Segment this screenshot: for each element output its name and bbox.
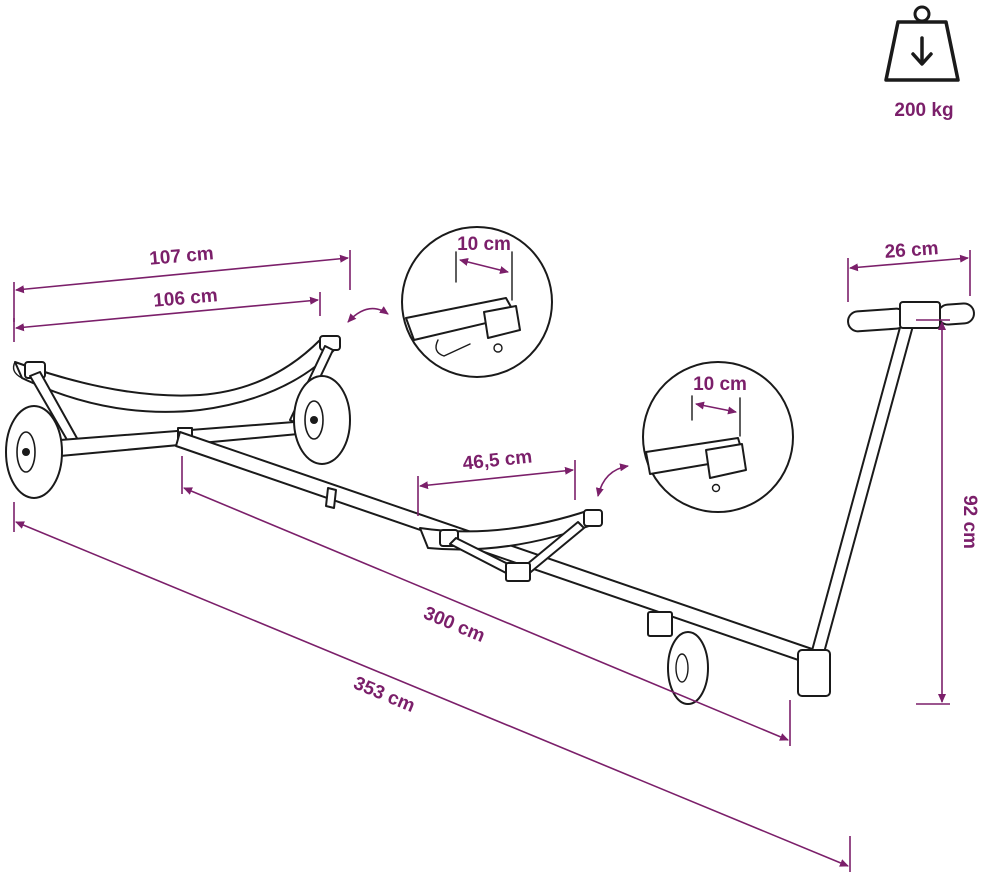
detail-front-pointer — [347, 306, 389, 323]
front-cradle — [12, 335, 341, 457]
total-length-label: 353 cm — [350, 673, 418, 717]
handle-grip-left — [847, 307, 907, 333]
tow-handle — [797, 301, 975, 697]
detail-front-label: 10 cm — [457, 234, 511, 255]
front-wheel-left — [5, 405, 63, 499]
detail-circle-front — [401, 226, 553, 378]
detail-rear-pointer — [595, 463, 629, 497]
detail-rear-label: 10 cm — [693, 374, 747, 395]
dim-height — [916, 319, 950, 705]
weight-icon — [884, 5, 960, 82]
dim-width-outer — [13, 250, 351, 322]
handle-width-label: 26 cm — [884, 238, 939, 263]
dim-total-length — [13, 502, 851, 872]
handle-grip-right — [937, 302, 975, 326]
front-wheel-right — [293, 375, 351, 465]
width-outer-label: 107 cm — [149, 243, 215, 270]
frame-length-label: 300 cm — [420, 603, 488, 647]
height-label: 92 cm — [959, 495, 980, 549]
rear-support-label: 46,5 cm — [462, 446, 534, 474]
weight-label: 200 kg — [894, 100, 953, 121]
width-inner-label: 106 cm — [153, 285, 219, 312]
handle-hinge — [797, 649, 831, 697]
dim-width-inner — [13, 292, 321, 342]
rear-cradle-bracket — [505, 562, 531, 582]
handle-t-joint — [899, 301, 941, 329]
dim-handle-width — [847, 250, 971, 302]
